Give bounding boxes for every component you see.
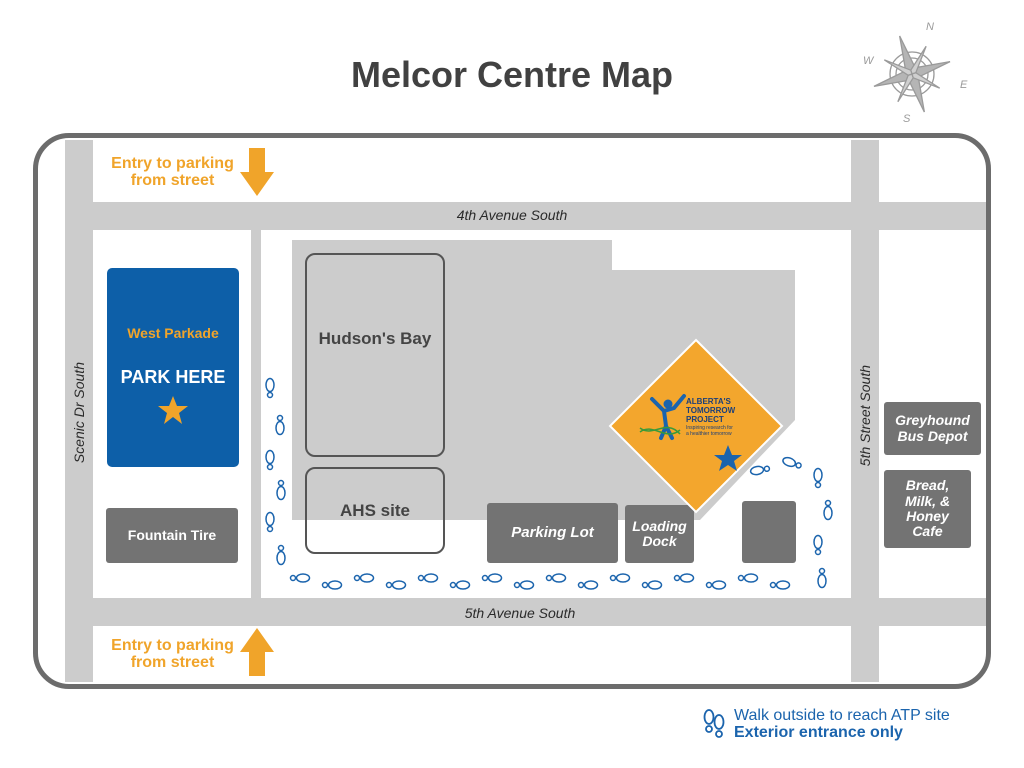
loading-dock-label: Loading Dock bbox=[632, 517, 687, 549]
footprint-icon bbox=[705, 580, 727, 590]
footprint-icon bbox=[609, 573, 631, 583]
footprint-icon bbox=[289, 573, 311, 583]
greyhound-building[interactable]: Greyhound Bus Depot bbox=[884, 402, 981, 455]
compass-n: N bbox=[926, 21, 934, 33]
legend-line1: Walk outside to reach ATP site bbox=[734, 707, 950, 724]
scenic-dr-road bbox=[65, 140, 93, 682]
compass-icon: N W E S bbox=[863, 21, 968, 125]
footprint-icon bbox=[769, 580, 791, 590]
atp-site-diamond[interactable]: ALBERTA'S TOMORROW PROJECT Inspiring res… bbox=[608, 338, 784, 514]
star-icon bbox=[158, 396, 188, 424]
bread-milk-honey-building[interactable]: Bread, Milk, & Honey Cafe bbox=[884, 470, 971, 548]
page-title: Melcor Centre Map bbox=[350, 54, 674, 95]
ahs-site-label: AHS site bbox=[340, 500, 410, 520]
arrow-up-icon bbox=[240, 628, 274, 676]
footprint-icon bbox=[353, 573, 375, 583]
footprint-icon bbox=[265, 377, 275, 399]
footprint-icon bbox=[321, 580, 343, 590]
footprint-icon bbox=[673, 573, 695, 583]
footprint-icon bbox=[577, 580, 599, 590]
footprint-icon bbox=[823, 499, 833, 521]
atp-logo-line2: TOMORROW bbox=[686, 406, 736, 415]
atp-star-icon bbox=[714, 445, 742, 471]
footprint-icon bbox=[737, 573, 759, 583]
footprint-icon bbox=[275, 414, 285, 436]
hudsons-bay-building[interactable]: Hudson's Bay bbox=[305, 253, 445, 457]
legend-line2: Exterior entrance only bbox=[734, 724, 903, 741]
compass-e: E bbox=[960, 79, 968, 91]
footprint-icon bbox=[417, 573, 439, 583]
footprint-icon bbox=[265, 449, 275, 471]
footprint-icon bbox=[449, 580, 471, 590]
footprint-icon bbox=[545, 573, 567, 583]
footprint-icon bbox=[813, 467, 823, 489]
street-label-5th-avenue: 5th Avenue South bbox=[464, 605, 576, 621]
ahs-site-building[interactable]: AHS site bbox=[305, 467, 445, 554]
west-parkade[interactable]: West Parkade PARK HERE bbox=[107, 268, 239, 467]
compass-s: S bbox=[903, 113, 911, 125]
footprint-icon bbox=[513, 580, 535, 590]
hudsons-bay-label: Hudson's Bay bbox=[318, 329, 432, 348]
footprints-icon bbox=[703, 709, 725, 738]
footprint-icon bbox=[817, 567, 827, 589]
compass-w: W bbox=[863, 55, 875, 67]
fountain-tire-building[interactable]: Fountain Tire bbox=[106, 508, 238, 563]
footprint-icon bbox=[276, 479, 286, 501]
street-label-4th-avenue: 4th Avenue South bbox=[456, 207, 568, 223]
loading-dock-building[interactable]: Loading Dock bbox=[625, 505, 694, 563]
parking-lane bbox=[251, 230, 261, 598]
entry-top-label: Entry to parking from street bbox=[111, 155, 234, 189]
footprint-icon bbox=[385, 580, 407, 590]
5th-avenue-road bbox=[93, 598, 986, 626]
5th-street-road bbox=[851, 140, 879, 682]
footprint-icon bbox=[265, 511, 275, 533]
atp-logo-tagline1: Inspiring research for bbox=[686, 425, 733, 431]
footprint-icon bbox=[481, 573, 503, 583]
4th-avenue-road bbox=[93, 202, 986, 230]
atp-logo-line1: ALBERTA'S bbox=[686, 397, 732, 406]
parking-lot-label: Parking Lot bbox=[511, 523, 594, 541]
park-here-label: PARK HERE bbox=[120, 367, 226, 387]
footprint-icon bbox=[813, 534, 823, 556]
fountain-tire-label: Fountain Tire bbox=[127, 526, 217, 543]
footprint-icon bbox=[276, 544, 286, 566]
parking-lot-building[interactable]: Parking Lot bbox=[487, 503, 618, 563]
unlabeled-building bbox=[742, 501, 796, 563]
footprint-icon bbox=[782, 456, 802, 469]
arrow-down-icon bbox=[240, 148, 274, 196]
footprint-icon bbox=[641, 580, 663, 590]
parkade-name: West Parkade bbox=[127, 325, 219, 341]
bread-milk-honey-label: Bread, Milk, & Honey Cafe bbox=[904, 477, 951, 540]
greyhound-label: Greyhound Bus Depot bbox=[895, 412, 970, 444]
atp-logo-line3: PROJECT bbox=[686, 415, 724, 424]
entry-bottom-label: Entry to parking from street bbox=[111, 637, 234, 671]
atp-logo-tagline2: a healthier tomorrow bbox=[686, 431, 732, 437]
footprint-icon bbox=[749, 465, 771, 476]
